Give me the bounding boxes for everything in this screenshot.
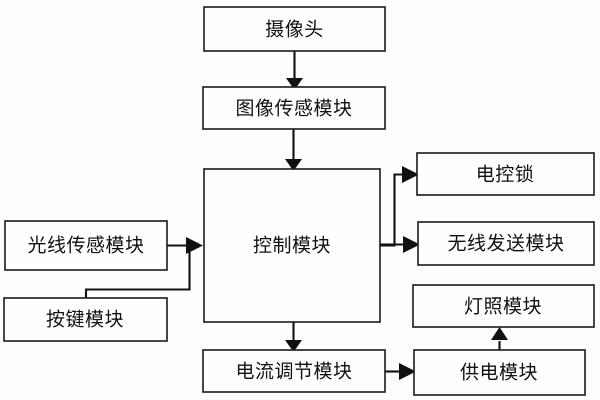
node-lighting-label: 灯照模块 — [464, 296, 542, 318]
edge-layer — [84, 51, 508, 380]
node-lighting-box[interactable] — [412, 284, 595, 328]
node-light-sensor-box[interactable] — [4, 220, 168, 271]
edge-control-to-electric-lock — [380, 166, 419, 247]
node-camera[interactable]: 摄像头 — [203, 6, 386, 52]
node-camera-label: 摄像头 — [265, 19, 324, 41]
node-power-supply-label: 供电模块 — [460, 362, 538, 384]
node-image-sensor-label: 图像传感模块 — [235, 98, 352, 120]
node-layer: 摄像头 图像传感模块 控制模块 光线传感模块 按键模块 电控锁 — [3, 6, 595, 396]
node-image-sensor[interactable]: 图像传感模块 — [202, 86, 386, 130]
node-power-supply-box[interactable] — [413, 349, 586, 396]
node-camera-box[interactable] — [203, 6, 386, 52]
node-electric-lock[interactable]: 电控锁 — [416, 152, 595, 196]
node-key-module-box[interactable] — [3, 297, 168, 342]
node-control-label: 控制模块 — [253, 235, 331, 257]
node-electric-lock-box[interactable] — [416, 152, 595, 196]
node-key-module-label: 按键模块 — [46, 309, 124, 331]
node-power-supply[interactable]: 供电模块 — [413, 349, 586, 396]
node-wireless-tx-label: 无线发送模块 — [447, 233, 564, 255]
edge-light-sensor-to-control — [167, 237, 203, 254]
node-lighting[interactable]: 灯照模块 — [412, 284, 595, 328]
node-key-module[interactable]: 按键模块 — [3, 297, 168, 342]
node-wireless-tx[interactable]: 无线发送模块 — [417, 221, 595, 266]
edge-image-sensor-to-control — [285, 129, 302, 171]
edge-control-to-wireless-tx — [380, 236, 420, 253]
node-image-sensor-box[interactable] — [202, 86, 386, 130]
edge-key-module-to-control — [84, 246, 191, 298]
node-electric-lock-label: 电控锁 — [476, 164, 535, 186]
node-light-sensor[interactable]: 光线传感模块 — [4, 220, 168, 271]
edge-camera-to-image-sensor — [286, 51, 303, 90]
node-current-adjust-box[interactable] — [202, 349, 386, 393]
edge-control-to-current-adjust — [285, 322, 302, 352]
node-current-adjust-label: 电流调节模块 — [235, 361, 352, 383]
node-wireless-tx-box[interactable] — [417, 221, 595, 266]
node-control-box[interactable] — [203, 168, 381, 323]
edge-current-adjust-to-power-supply — [385, 363, 416, 380]
edge-power-supply-to-lighting — [491, 327, 508, 350]
node-light-sensor-label: 光线传感模块 — [27, 235, 144, 257]
node-current-adjust[interactable]: 电流调节模块 — [202, 349, 386, 393]
node-control[interactable]: 控制模块 — [203, 168, 381, 323]
